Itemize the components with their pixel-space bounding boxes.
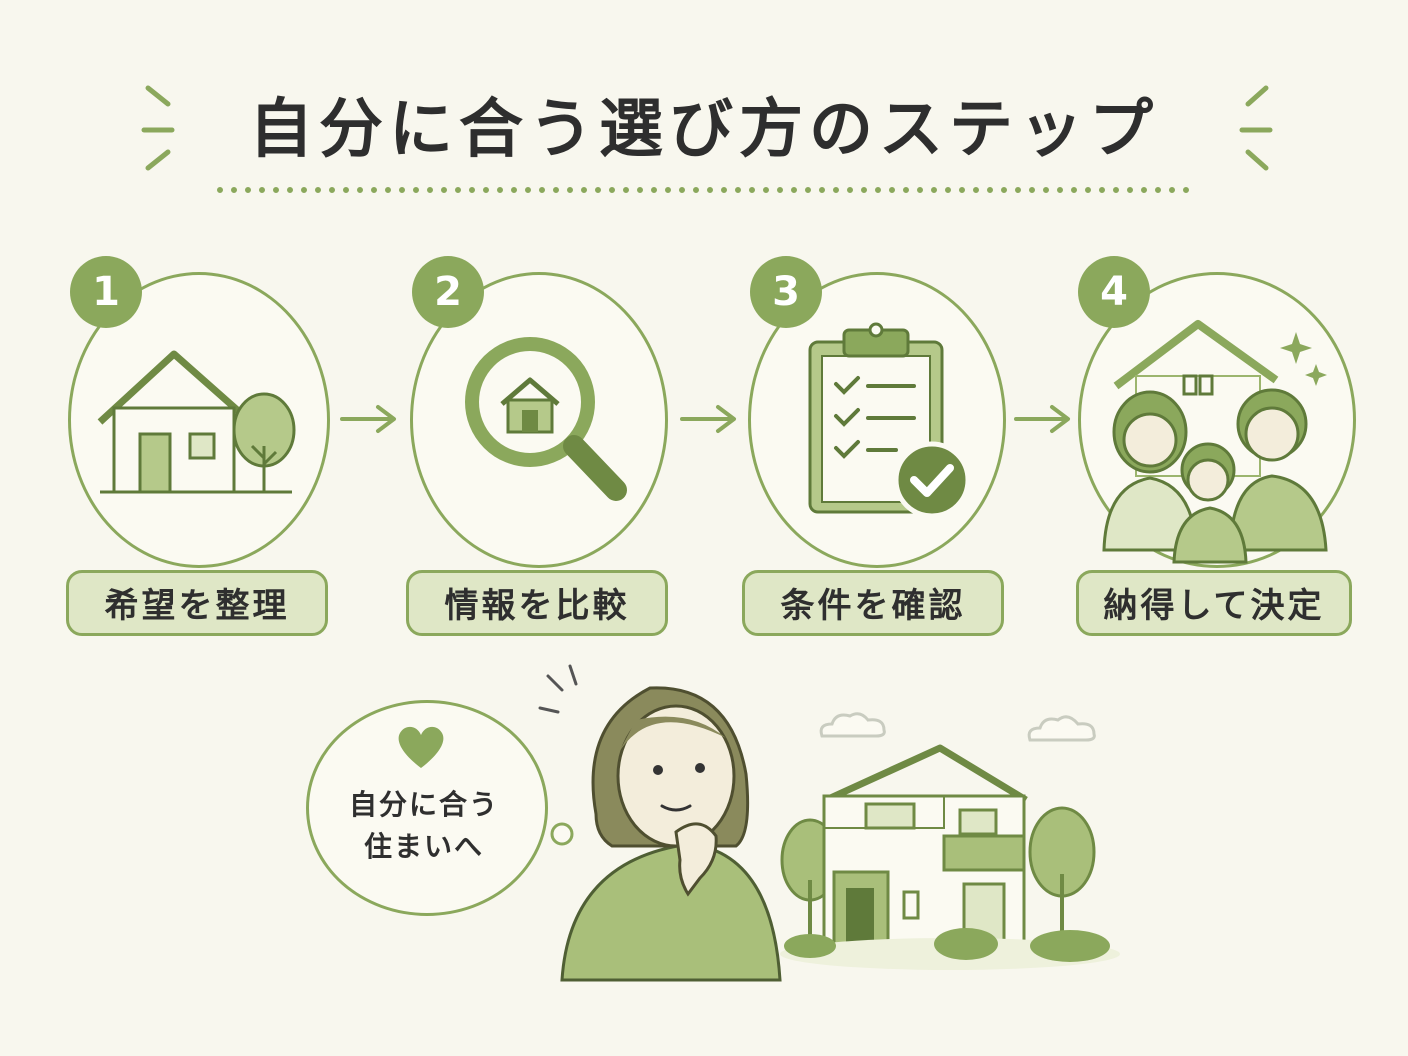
bubble-message: 自分に合う 住まいへ [306, 784, 542, 868]
dotted-divider [217, 187, 1191, 193]
arrow-right-icon [680, 405, 736, 433]
thought-dot-icon [550, 822, 574, 846]
heart-icon [398, 726, 444, 768]
cloud-icon [1027, 715, 1096, 742]
step-1-number: 1 [70, 256, 142, 328]
step-2-label: 情報を比較 [406, 570, 668, 636]
cloud-icon [819, 712, 886, 738]
clipboard-check-icon [808, 322, 971, 519]
magnifier-house-icon [465, 337, 627, 501]
sparkle-left-icon [141, 85, 175, 171]
family-house-icon [1102, 320, 1328, 564]
step-1-label: 希望を整理 [66, 570, 328, 636]
sparkle-right-icon [1239, 85, 1273, 171]
arrow-right-icon [1014, 405, 1070, 433]
two-storey-house-illustration [780, 744, 1120, 970]
step-3-number: 3 [750, 256, 822, 328]
step-3-label: 条件を確認 [742, 570, 1004, 636]
step-2-number: 2 [412, 256, 484, 328]
step-4-label: 納得して決定 [1076, 570, 1352, 636]
page-title: 自分に合う選び方のステップ [249, 93, 1159, 167]
bubble-line-1: 自分に合う [348, 788, 499, 821]
arrow-right-icon [340, 405, 396, 433]
step-4-number: 4 [1078, 256, 1150, 328]
bubble-line-2: 住まいへ [363, 830, 484, 863]
house-with-tree-icon [97, 350, 296, 494]
woman-thinking-illustration [538, 664, 782, 982]
